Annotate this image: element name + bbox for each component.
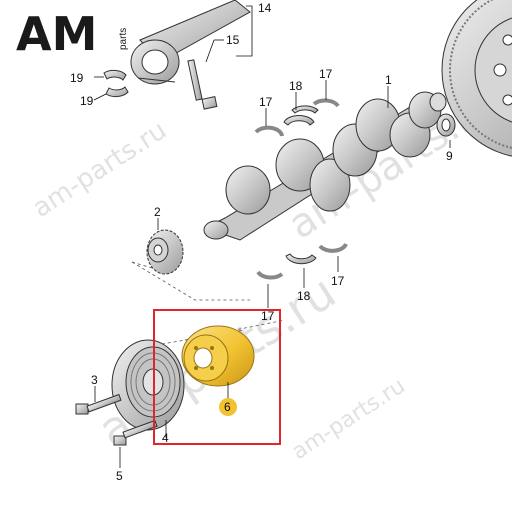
callout-18-lower: 18 (297, 289, 311, 303)
callout-17-d: 17 (261, 309, 275, 323)
bearing-shells-lower (256, 243, 348, 280)
bearing-shells-upper (254, 98, 340, 137)
callout-17-c: 17 (331, 274, 345, 288)
callout-9: 9 (446, 149, 453, 163)
callout-19-upper: 19 (70, 71, 84, 85)
leader-lines (93, 5, 451, 468)
callout-17-b: 17 (319, 67, 333, 81)
watermark-text: am-parts.ru (288, 374, 410, 465)
callout-14: 14 (258, 1, 272, 15)
highlighted-part-6 (181, 325, 255, 387)
callout-3: 3 (91, 373, 98, 387)
watermark-text: am-parts.ru (27, 115, 172, 223)
pulley-4 (111, 339, 185, 431)
callout-15: 15 (226, 33, 240, 47)
highlight-frame (153, 309, 281, 445)
bolt-5 (113, 419, 158, 446)
callout-1: 1 (385, 73, 392, 87)
connecting-rod (130, 0, 251, 85)
bearing-9 (436, 113, 456, 137)
logo-main-text: AM (16, 7, 97, 61)
part-6-badge (219, 398, 237, 416)
callout-2: 2 (154, 205, 161, 219)
callout-labels: 14 15 19 19 17 18 17 1 9 2 17 18 17 3 4 … (70, 1, 453, 483)
bearing-shells-19 (103, 69, 129, 98)
callout-5: 5 (116, 469, 123, 483)
logo-sub-text: parts (118, 28, 129, 50)
bolt-15 (187, 59, 218, 110)
callout-17-a: 17 (259, 95, 273, 109)
callout-18-upper: 18 (289, 79, 303, 93)
crankshaft (203, 91, 447, 241)
flywheel (441, 0, 512, 157)
callout-6: 6 (224, 400, 231, 414)
callout-19-lower: 19 (80, 94, 94, 108)
callout-4: 4 (162, 431, 169, 445)
am-parts-logo: AM parts (16, 7, 129, 61)
gear-2 (146, 229, 184, 275)
bolt-3 (75, 393, 122, 415)
